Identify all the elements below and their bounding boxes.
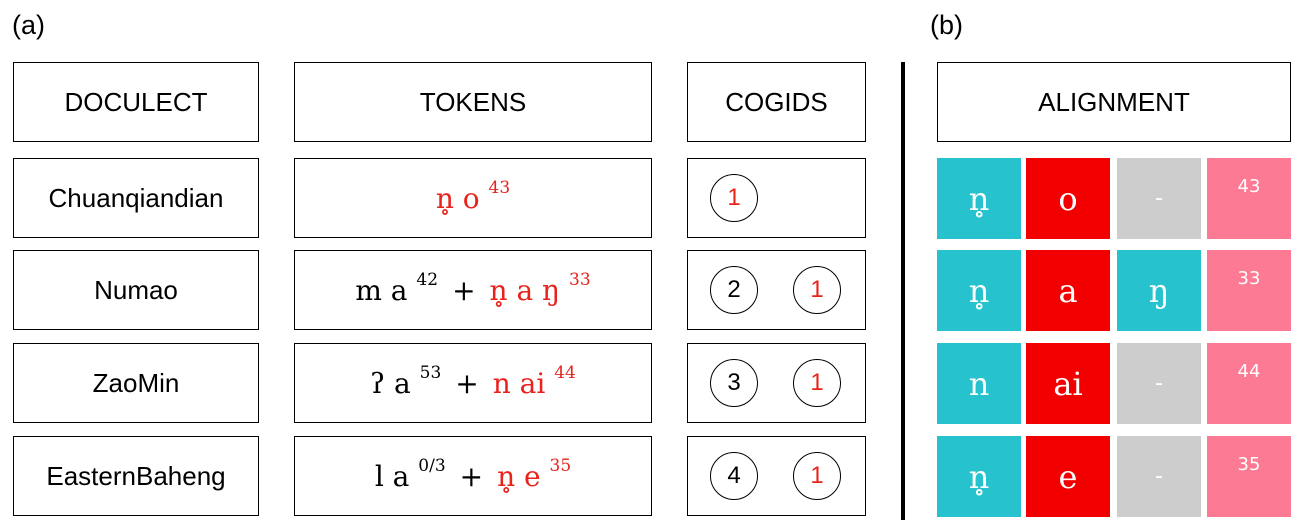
cogid-circle: 2 xyxy=(710,266,758,314)
token-text: m a xyxy=(355,273,408,307)
cogid-circle: 3 xyxy=(710,359,758,407)
tokens-cell: ʔ a 53 + n ai 44 xyxy=(294,343,652,423)
cogids-header: COGIDS xyxy=(687,62,866,142)
doculect-cell: Numao xyxy=(13,250,259,330)
cogid-circle: 1 xyxy=(793,266,841,314)
token-segment: n ai 44 xyxy=(492,363,576,400)
token-segment: ʔ a 53 xyxy=(370,363,441,400)
token-tone: 35 xyxy=(549,456,572,477)
tokens-cell: n̥ o 43 xyxy=(294,158,652,238)
alignment-header: ALIGNMENT xyxy=(937,62,1291,142)
cogid-circle: 1 xyxy=(793,452,841,500)
alignment-cell-consonant: n xyxy=(937,343,1021,424)
token-segment: n̥ a ŋ 33 xyxy=(489,270,591,307)
tokens-cell: l a 0/3 + n̥ e 35 xyxy=(294,436,652,516)
token-segment: m a 42 xyxy=(355,270,438,307)
token-text: n̥ e xyxy=(497,459,541,493)
token-tone: 44 xyxy=(554,363,576,384)
alignment-cell-vowel: a xyxy=(1026,250,1110,331)
token-tone: 43 xyxy=(488,178,511,199)
alignment-cell-vowel: ai xyxy=(1026,343,1110,424)
token-tone: 0/3 xyxy=(418,456,446,477)
alignment-cell-vowel: o xyxy=(1026,158,1110,239)
alignment-cell-vowel: e xyxy=(1026,436,1110,517)
doculect-header: DOCULECT xyxy=(13,62,259,142)
doculect-cell: EasternBaheng xyxy=(13,436,259,516)
token-text: l a xyxy=(374,459,410,493)
alignment-cell-gap: - xyxy=(1117,436,1201,517)
tokens-cell: m a 42 + n̥ a ŋ 33 xyxy=(294,250,652,330)
panel-label-a: (a) xyxy=(12,10,45,40)
alignment-cell-tone: 35 xyxy=(1207,436,1291,517)
token-tone: 42 xyxy=(416,270,439,291)
doculect-cell: ZaoMin xyxy=(13,343,259,423)
token-text: n ai xyxy=(492,366,546,400)
alignment-cell-tone: 33 xyxy=(1207,250,1291,331)
token-separator: + xyxy=(452,273,476,307)
panel-divider xyxy=(901,62,905,520)
alignment-cell-consonant: ŋ xyxy=(1117,250,1201,331)
token-text: n̥ a ŋ xyxy=(489,273,561,307)
tokens-header: TOKENS xyxy=(294,62,652,142)
token-segment: n̥ e 35 xyxy=(497,456,571,493)
alignment-cell-tone: 44 xyxy=(1207,343,1291,424)
alignment-cell-gap: - xyxy=(1117,343,1201,424)
alignment-cell-consonant: n̥ xyxy=(937,250,1021,331)
token-tone: 33 xyxy=(569,270,591,291)
alignment-cell-gap: - xyxy=(1117,158,1201,239)
alignment-cell-tone: 43 xyxy=(1207,158,1291,239)
alignment-cell-consonant: n̥ xyxy=(937,158,1021,239)
alignment-cell-consonant: n̥ xyxy=(937,436,1021,517)
cogids-cell: 1 xyxy=(687,158,866,238)
token-text: n̥ o xyxy=(435,181,480,215)
token-tone: 53 xyxy=(419,363,442,384)
token-text: ʔ a xyxy=(370,366,411,400)
token-segment: l a 0/3 xyxy=(374,456,446,493)
panel-label-b: (b) xyxy=(930,10,963,40)
token-segment: n̥ o 43 xyxy=(435,178,510,215)
doculect-cell: Chuanqiandian xyxy=(13,158,259,238)
cogid-circle: 4 xyxy=(710,452,758,500)
token-separator: + xyxy=(455,366,479,400)
token-separator: + xyxy=(459,459,484,493)
cogid-circle: 1 xyxy=(793,359,841,407)
cogid-circle: 1 xyxy=(710,174,758,222)
